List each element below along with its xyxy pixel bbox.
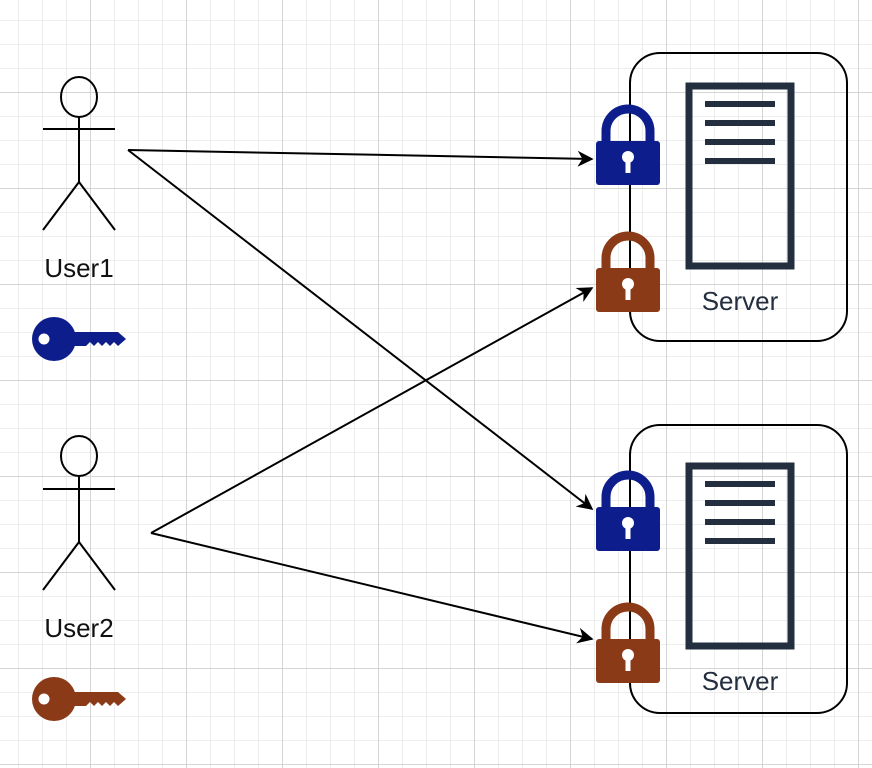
lock-icon — [596, 602, 660, 683]
connection-user1-server-top[interactable] — [127, 149, 594, 167]
connection-user2-server-top[interactable] — [150, 287, 594, 534]
connection-user2-server-bottom[interactable] — [150, 532, 594, 644]
person-icon — [42, 76, 116, 231]
lock-icon — [596, 231, 660, 312]
user-label: User1 — [44, 253, 113, 283]
key-icon — [32, 317, 126, 361]
user-label: User2 — [44, 613, 113, 643]
server-container — [629, 424, 848, 714]
server-top[interactable]: Server — [629, 52, 848, 342]
server-icon — [685, 82, 795, 270]
connections — [127, 149, 594, 644]
key-icon — [32, 677, 126, 721]
server-bottom[interactable]: Server — [629, 424, 848, 714]
user1-actor[interactable]: User1 — [42, 76, 116, 283]
connection-user1-server-bottom[interactable] — [127, 149, 594, 510]
person-icon — [42, 435, 116, 591]
server-icon — [685, 462, 795, 650]
lock-icon — [596, 470, 660, 551]
server-label: Server — [702, 286, 779, 316]
user2-actor[interactable]: User2 — [42, 435, 116, 643]
server-container — [629, 52, 848, 342]
server-label: Server — [702, 666, 779, 696]
lock-icon — [596, 104, 660, 185]
